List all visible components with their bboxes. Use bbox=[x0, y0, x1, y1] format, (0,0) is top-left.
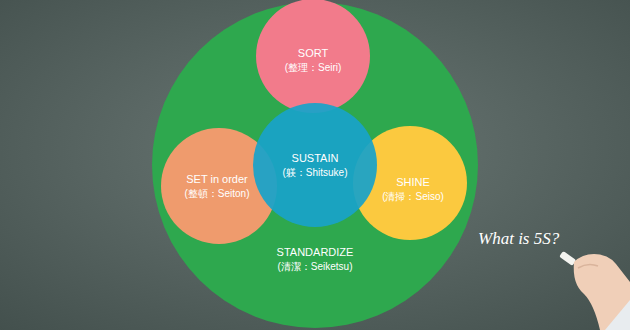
text-stack: SORT(整理：Seiri) bbox=[285, 46, 342, 74]
step-name: STANDARDIZE bbox=[277, 245, 354, 260]
outer-circle: STANDARDIZE(清潔：Seiketsu) SORT(整理：Seiri) SE… bbox=[152, 2, 478, 328]
circle-outline bbox=[253, 103, 377, 227]
step-name: SHINE bbox=[396, 175, 430, 190]
japanese-term: (躾：Shitsuke) bbox=[282, 166, 347, 180]
text-stack: SUSTAIN(躾：Shitsuke) bbox=[282, 151, 347, 179]
step-circle: SORT(整理：Seiri) bbox=[256, 0, 370, 113]
step-name: SUSTAIN bbox=[292, 151, 339, 166]
hand-shape bbox=[574, 254, 630, 330]
step-circle: SHINE(清掃：Seiso) bbox=[353, 126, 467, 240]
circle-fill bbox=[253, 103, 377, 227]
japanese-term: (整頓：Seiton) bbox=[184, 187, 249, 201]
handwritten-note: What is 5S? bbox=[478, 229, 559, 249]
circle-fill bbox=[152, 2, 478, 328]
text-stack: SET in order(整頓：Seiton) bbox=[184, 172, 249, 200]
step-name: SET in order bbox=[186, 172, 248, 187]
center-circle: SUSTAIN(躾：Shitsuke) bbox=[253, 103, 377, 227]
japanese-term: (清潔：Seiketsu) bbox=[277, 260, 352, 274]
text-stack: STANDARDIZE(清潔：Seiketsu) bbox=[277, 245, 354, 273]
hand-with-chalk bbox=[559, 251, 630, 330]
circle-fill bbox=[256, 0, 370, 113]
shirt-cuff bbox=[605, 300, 630, 330]
chalk-stick bbox=[559, 251, 576, 266]
japanese-term: (整理：Seiri) bbox=[285, 61, 342, 75]
japanese-term: (清掃：Seiso) bbox=[382, 190, 444, 204]
text-stack: SHINE(清掃：Seiso) bbox=[382, 175, 444, 203]
step-name: SORT bbox=[298, 46, 328, 61]
circle-fill bbox=[353, 126, 467, 240]
finger-line bbox=[578, 264, 598, 268]
